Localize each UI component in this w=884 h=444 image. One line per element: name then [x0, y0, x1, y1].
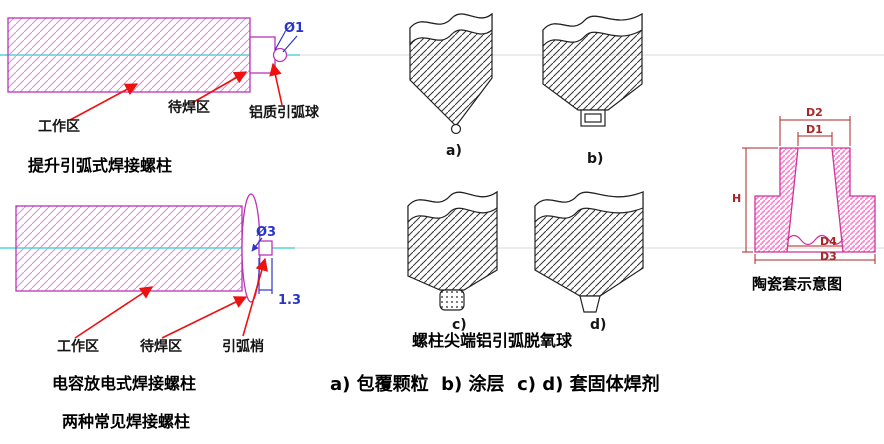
phi1-dimension-text: Ø1: [284, 21, 305, 36]
h-dimension-text: H: [732, 192, 742, 205]
d1-dimension-text: D1: [806, 123, 823, 136]
stud-tips-caption: 螺柱尖端铝引弧脱氧球: [412, 331, 573, 350]
work-area-label-top: 工作区: [38, 119, 80, 135]
weld-area-label-top: 待焊区: [168, 100, 210, 116]
two-studs-caption: 两种常见焊接螺柱: [62, 412, 191, 431]
stud-tips-legend: a) 包覆颗粒 b) 涂层 c) d) 套固体焊剂: [330, 374, 660, 395]
cd-stud-drawing: [0, 193, 295, 339]
sublabel-d: d): [590, 317, 607, 333]
sublabel-b: b): [587, 151, 604, 167]
cd-stud-caption: 电容放电式焊接螺柱: [52, 374, 197, 393]
arc-tip-label: 引弧梢: [222, 339, 264, 355]
sublabel-a: a): [446, 143, 462, 159]
d4-dimension-text: D4: [820, 235, 837, 248]
tip-length-dimension-text: 1.3: [278, 293, 302, 308]
stud-tip-a-drawing: [409, 12, 493, 135]
arc-ball-label: 铝质引弧球: [249, 105, 319, 121]
weld-area-label-bottom: 待焊区: [140, 339, 182, 355]
stud-tip-b-drawing: [542, 12, 643, 127]
ceramic-ferrule-drawing: [742, 116, 876, 264]
callout-arrows-bottom: [74, 257, 268, 339]
sublabel-c: c): [452, 317, 467, 333]
callout-arrows-top: [69, 62, 283, 121]
phi3-dimension-text: Ø3: [256, 225, 277, 240]
lift-stud-drawing: [0, 17, 300, 121]
d2-dimension-text: D2: [806, 106, 823, 119]
work-area-label-bottom: 工作区: [57, 339, 99, 355]
lift-stud-caption: 提升引弧式焊接螺柱: [28, 156, 173, 175]
stud-tip-c-drawing: [407, 190, 498, 311]
phi1-dimension-lines: [274, 31, 298, 53]
ferrule-caption: 陶瓷套示意图: [752, 275, 843, 293]
stud-tip-d-drawing: [534, 191, 644, 313]
ferrule-dimension-lines: [742, 116, 876, 264]
d3-dimension-text: D3: [820, 250, 837, 263]
